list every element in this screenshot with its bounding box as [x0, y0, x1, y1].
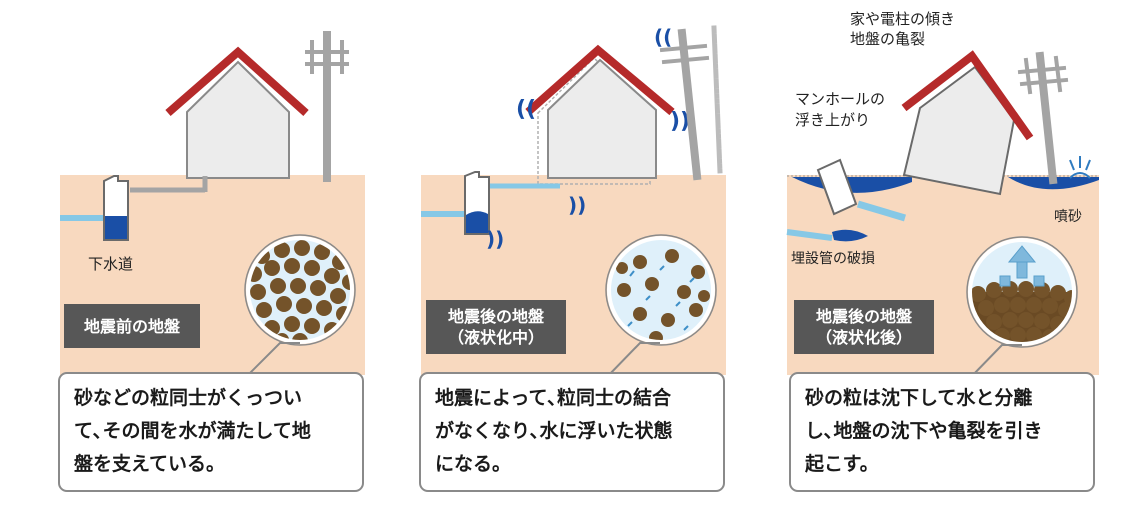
sewer-label: 下水道: [88, 255, 134, 273]
particle-motion-arrows: [627, 265, 695, 331]
house-tilted: [901, 50, 1034, 196]
stage-label-after-line1: 地震後の地盤: [815, 307, 912, 326]
callout-pointer: [244, 342, 300, 379]
annotation-manhole-line1: マンホールの: [795, 90, 886, 108]
description-during-text: 地震によって､粒同士の結合 がなくなり､水に浮いた状態 になる。: [435, 387, 673, 475]
utility-pole-shaking: ((: [654, 25, 723, 181]
water-rising-arrow: [999, 245, 1045, 287]
callout-pointer: [605, 342, 660, 379]
annotation-manhole-line2: 浮き上がり: [795, 111, 871, 129]
stage-label-during: 地震後の地盤 （液状化中）: [426, 300, 566, 354]
description-before-text: 砂などの粒同士がくっつい て､その間を水が満たして地 盤を支えている。: [74, 387, 311, 475]
utility-pole: [305, 31, 349, 182]
vibration-icon: ((: [516, 97, 536, 122]
vibration-icon: )): [568, 193, 586, 217]
vibration-icon: ((: [654, 25, 672, 49]
sewer-system-damaged: [786, 158, 906, 242]
vibration-icon: )): [486, 227, 504, 251]
callout-pointer: [969, 344, 1022, 379]
sand-boil-icon: [1069, 156, 1091, 179]
magnified-soil-circle: [605, 234, 717, 346]
description-after-text: 砂の粒は沈下して水と分離 し､地盤の沈下や亀裂を引き 起こす。: [805, 387, 1043, 475]
stage-label-after-line2: （液状化後）: [815, 328, 912, 347]
description-before: 砂などの粒同士がくっつい て､その間を水が満たして地 盤を支えている。: [58, 372, 364, 492]
magnified-soil-circle: [244, 234, 356, 346]
annotation-tilt-line2: 地盤の亀裂: [850, 30, 926, 48]
utility-pole-tilted: [1017, 51, 1069, 185]
sewer-system: [60, 175, 208, 241]
description-during: 地震によって､粒同士の結合 がなくなり､水に浮いた状態 になる。: [419, 372, 725, 492]
stage-label-during-line1: 地震後の地盤: [447, 307, 544, 326]
stage-label-before: 地震前の地盤: [64, 304, 200, 348]
sewer-system: )) )): [421, 171, 586, 251]
house: [165, 46, 309, 179]
annotation-sand-boil: 噴砂: [1054, 209, 1082, 225]
house-shaking: (( )): [516, 44, 690, 185]
soil-particles-settled: [970, 245, 1074, 344]
stage-label-before-text: 地震前の地盤: [83, 316, 180, 336]
vibration-icon: )): [670, 109, 690, 134]
magnified-soil-circle: [966, 236, 1078, 348]
annotation-pipe-damage: 埋設管の破損: [791, 251, 875, 267]
stage-label-after: 地震後の地盤 （液状化後）: [794, 300, 934, 354]
annotation-tilt-line1: 家や電柱の傾き: [850, 10, 956, 28]
description-after: 砂の粒は沈下して水と分離 し､地盤の沈下や亀裂を引き 起こす。: [789, 372, 1095, 492]
stage-label-during-line2: （液状化中）: [447, 328, 544, 347]
